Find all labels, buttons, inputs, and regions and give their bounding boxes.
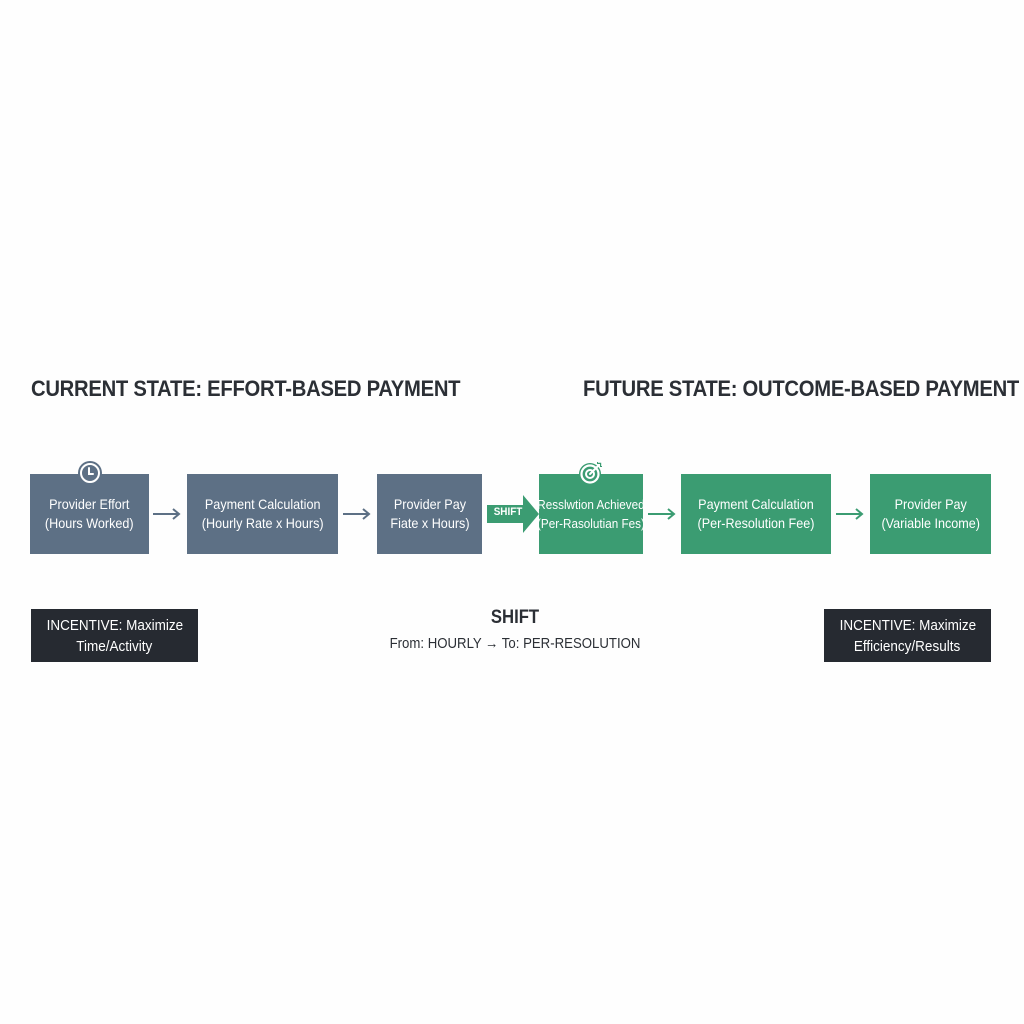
arrow-right-icon <box>343 508 371 520</box>
incentive-line1: INCENTIVE: Maximize <box>46 616 183 634</box>
current-step-provider-pay: Provider Pay Fiate x Hours) <box>377 474 482 554</box>
step-label-line2: (Per-Resolution Fee) <box>697 515 815 531</box>
future-state-title: FUTURE STATE: OUTCOME-BASED PAYMENT <box>583 376 1020 401</box>
clock-icon <box>77 461 102 485</box>
step-label-line1: Payment Calculation <box>204 496 321 512</box>
step-label-line1: Provider Effort <box>49 496 130 512</box>
shift-arrow-label: SHIFT <box>493 506 523 518</box>
arrow-right-icon <box>153 508 181 520</box>
step-label-line1: Provider Pay <box>393 496 466 512</box>
current-state-title: CURRENT STATE: EFFORT-BASED PAYMENT <box>31 376 461 401</box>
step-label-line2: (Variable Income) <box>881 515 980 531</box>
arrow-right-icon <box>648 508 676 520</box>
step-label-line2: Fiate x Hours) <box>389 515 470 531</box>
incentive-line1: INCENTIVE: Maximize <box>839 616 976 634</box>
arrow-right-icon <box>836 508 864 520</box>
incentive-line2: Efficiency/Results <box>854 637 961 655</box>
step-label-line2: (Hourly Rate x Hours) <box>201 515 324 531</box>
step-label-line2: (Per-Rasolutian Fes) <box>537 516 645 531</box>
shift-block-arrow-icon <box>487 495 539 533</box>
shift-subtext: From: HOURLY → To: PER-RESOLUTION <box>389 635 641 652</box>
future-step-resolution-achieved: Resslwtion Achieved (Per-Rasolutian Fes) <box>537 461 645 554</box>
shift-heading: SHIFT <box>490 607 540 628</box>
current-step-payment-calculation: Payment Calculation (Hourly Rate x Hours… <box>187 474 338 554</box>
incentive-line2: Time/Activity <box>76 637 153 655</box>
target-icon <box>579 461 603 485</box>
current-incentive-box: INCENTIVE: Maximize Time/Activity <box>31 609 198 662</box>
future-incentive-box: INCENTIVE: Maximize Efficiency/Results <box>824 609 991 662</box>
current-step-provider-effort: Provider Effort (Hours Worked) <box>30 461 149 554</box>
step-label-line1: Provider Pay <box>894 496 967 512</box>
shift-summary: SHIFT From: HOURLY → To: PER-RESOLUTION <box>370 607 660 652</box>
step-label-line1: Resslwtion Achieved <box>537 497 645 512</box>
future-step-provider-pay: Provider Pay (Variable Income) <box>870 474 991 554</box>
future-step-payment-calculation: Payment Calculation (Per-Resolution Fee) <box>681 474 831 554</box>
step-label-line2: (Hours Worked) <box>45 515 134 531</box>
step-label-line1: Payment Calculation <box>698 496 814 512</box>
